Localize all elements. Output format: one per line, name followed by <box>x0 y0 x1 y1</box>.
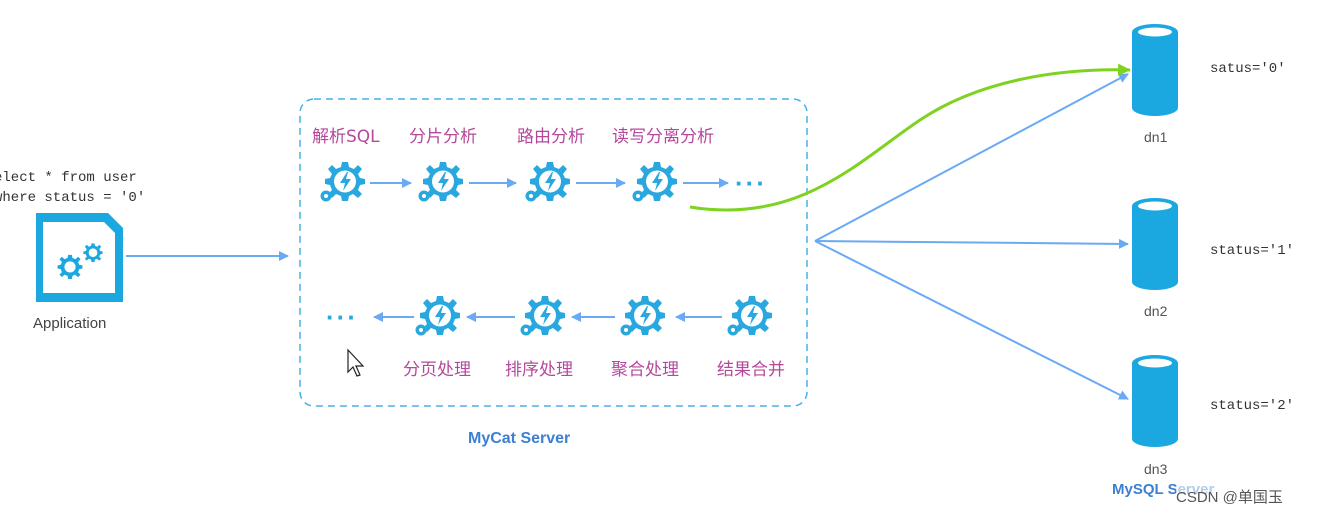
gear-icon-sort <box>520 296 565 336</box>
step-label-route-analysis: 路由分析 <box>517 127 585 147</box>
mycat-server-label: MyCat Server <box>468 430 571 447</box>
gear-icon-route <box>525 162 570 202</box>
database-icon-dn3 <box>1132 355 1178 447</box>
gear-icon-rw <box>632 162 677 202</box>
gear-icon-paging <box>415 296 460 336</box>
step-label-shard-analysis: 分片分析 <box>409 127 477 147</box>
mouse-cursor-icon <box>347 348 365 377</box>
top-ellipsis: ··· <box>735 168 767 198</box>
dn1-label: dn1 <box>1144 129 1168 145</box>
dn1-status: satus='0' <box>1210 61 1286 77</box>
database-icon-dn2 <box>1132 198 1178 290</box>
route-arrow-dn1 <box>814 73 1129 242</box>
gear-icon-merge <box>727 296 772 336</box>
step-label-paging: 分页处理 <box>403 360 471 380</box>
route-arrow-dn2 <box>814 238 1129 249</box>
sql-query-line1: elect * from user <box>0 170 137 186</box>
step-label-parse-sql: 解析SQL <box>312 127 380 147</box>
bottom-ellipsis: ··· <box>326 302 358 332</box>
application-icon <box>36 213 123 302</box>
step-label-sort: 排序处理 <box>505 360 573 380</box>
step-label-rw-split: 读写分离分析 <box>612 127 714 147</box>
gear-icon-aggregate <box>620 296 665 336</box>
application-label: Application <box>33 315 107 332</box>
database-icon-dn1 <box>1132 24 1178 116</box>
dn3-status: status='2' <box>1210 398 1295 414</box>
watermark: CSDN @单国玉 <box>1176 486 1283 507</box>
dn2-status: status='1' <box>1210 243 1295 259</box>
route-arrow-dn3 <box>814 240 1129 400</box>
gear-icon-parse <box>320 162 365 202</box>
step-label-aggregate: 聚合处理 <box>611 360 679 380</box>
step-label-merge: 结果合并 <box>717 360 785 380</box>
dn2-label: dn2 <box>1144 303 1168 319</box>
dn3-label: dn3 <box>1144 461 1168 477</box>
mycat-server-box <box>299 98 808 407</box>
selected-route-curve <box>689 63 1131 212</box>
sql-query-line2: where status = '0' <box>0 190 146 206</box>
gear-icon-shard <box>418 162 463 202</box>
